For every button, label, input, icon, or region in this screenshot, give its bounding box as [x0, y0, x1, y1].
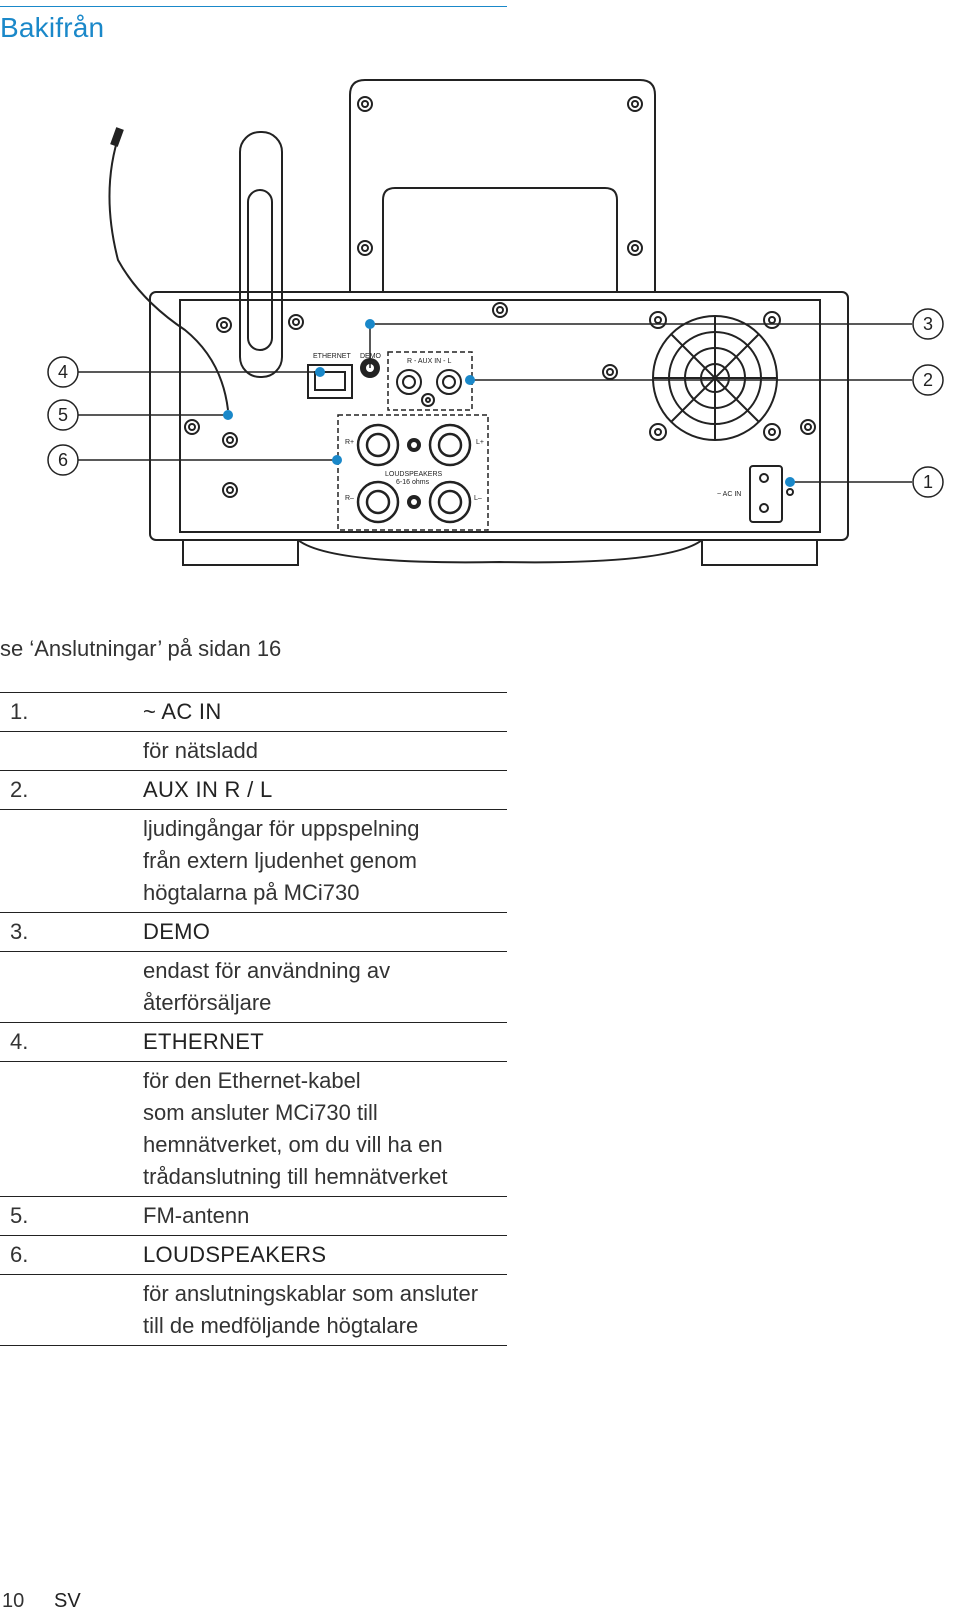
ethernet-label: ETHERNET [313, 353, 351, 360]
item-number: 5. [10, 1203, 29, 1228]
list-item-label-row: 1. ~ AC IN [0, 692, 507, 732]
item-label: AUX IN R / L [143, 777, 273, 802]
marker-dot-5 [223, 410, 233, 420]
aux-label: R - AUX IN - L [407, 358, 451, 365]
item-number: 3. [10, 919, 29, 944]
body-outline [149, 291, 849, 541]
item-desc: för den Ethernet-kabel [143, 1068, 361, 1093]
list-item-desc-row: för anslutningskablar som ansluter till … [0, 1274, 507, 1346]
connector-list: 1. ~ AC IN för nätsladd 2. AUX IN R / L lj… [0, 692, 507, 1346]
item-number: 4. [10, 1029, 29, 1054]
ethernet-port [307, 364, 353, 399]
r-minus-label: R– [345, 495, 354, 502]
callout-circle-3 [912, 308, 944, 340]
callout-circle-2 [912, 364, 944, 396]
callout-number-1: 1 [923, 472, 933, 492]
language-code: SV [54, 1590, 81, 1612]
aux-jack-r [396, 369, 422, 395]
list-item-desc-row: för nätsladd [0, 731, 507, 771]
loudspeakers-label: LOUDSPEAKERS [385, 471, 443, 478]
speaker-terminal-l-plus [428, 423, 472, 467]
list-item-desc-row: ljudingångar för uppspelning från extern… [0, 809, 507, 913]
item-desc: för anslutningskablar som ansluter [143, 1281, 479, 1306]
page-number: 10 [2, 1590, 25, 1612]
reference-text: se ‘Anslutningar’ på sidan 16 [0, 636, 282, 661]
list-item-label-row: 2. AUX IN R / L [0, 770, 507, 810]
item-label: FM-antenn [143, 1203, 250, 1228]
callout-circle-4 [47, 356, 79, 388]
foot-right [701, 539, 818, 566]
callout-number-2: 2 [923, 370, 933, 390]
item-desc: återförsäljare [143, 990, 272, 1015]
bottom-base [297, 539, 703, 564]
item-desc: trådanslutning till hemnätverket [143, 1164, 448, 1189]
speaker-terminal-r-plus [356, 423, 400, 467]
callout-circle-1 [912, 466, 944, 498]
list-item-label-row: 3. DEMO [0, 912, 507, 952]
list-item-desc-row: för den Ethernet-kabel som ansluter MCi7… [0, 1061, 507, 1197]
foot-left [182, 539, 299, 566]
ac-in-socket [749, 465, 783, 523]
body-inner [179, 299, 821, 533]
marker-dot-1 [785, 477, 795, 487]
dock-outline [349, 79, 656, 292]
rear-panel-diagram: ETHERNET DEMO R - AUX IN - L R+ L+ R– L–… [47, 79, 944, 566]
callout-circle-5 [47, 399, 79, 431]
speaker-terminal-r-minus [356, 480, 400, 524]
item-desc: för nätsladd [143, 738, 258, 763]
l-plus-label: L+ [476, 439, 484, 446]
item-label: ETHERNET [143, 1029, 264, 1054]
list-item-label-row: 6. LOUDSPEAKERS [0, 1235, 507, 1275]
callout-circle-6 [47, 444, 79, 476]
item-label: ~ AC IN [143, 699, 222, 724]
top-rule [0, 6, 507, 7]
marker-dot-3 [365, 319, 375, 329]
speaker-terminal-l-minus [428, 480, 472, 524]
marker-dot-2 [465, 375, 475, 385]
demo-label: DEMO [360, 353, 382, 360]
l-minus-label: L– [474, 495, 482, 502]
ac-in-label: ~ AC IN [717, 491, 741, 498]
item-desc: till de medföljande högtalare [143, 1313, 419, 1338]
callout-number-4: 4 [58, 362, 68, 382]
item-label: LOUDSPEAKERS [143, 1242, 327, 1267]
callout-number-6: 6 [58, 450, 68, 470]
antenna-rod-inner [247, 189, 273, 351]
item-desc: från extern ljudenhet genom [143, 848, 417, 873]
r-plus-label: R+ [345, 439, 354, 446]
marker-dot-4 [315, 367, 325, 377]
callout-number-5: 5 [58, 405, 68, 425]
antenna-rod [239, 131, 283, 378]
callout-number-3: 3 [923, 314, 933, 334]
fan-vent [652, 315, 778, 441]
item-desc: som ansluter MCi730 till [143, 1100, 378, 1125]
item-desc: endast för användning av [143, 958, 391, 983]
item-label: DEMO [143, 919, 211, 944]
marker-dot-6 [332, 455, 342, 465]
ohms-label: 6-16 ohms [396, 479, 430, 486]
fm-antenna-cable [108, 131, 229, 411]
loudspeaker-group [337, 414, 489, 531]
item-number: 2. [10, 777, 29, 802]
dock-inner [382, 187, 618, 292]
list-item-label-row: 5. FM-antenn [0, 1196, 507, 1236]
aux-jack-l [436, 369, 462, 395]
item-number: 6. [10, 1242, 29, 1267]
list-item-label-row: 4. ETHERNET [0, 1022, 507, 1062]
item-desc: ljudingångar för uppspelning [143, 816, 420, 841]
list-item-desc-row: endast för användning av återförsäljare [0, 951, 507, 1023]
item-desc: högtalarna på MCi730 [143, 880, 360, 905]
item-number: 1. [10, 699, 29, 724]
item-desc: hemnätverket, om du vill ha en [143, 1132, 443, 1157]
section-title: Bakifrån [0, 12, 105, 43]
